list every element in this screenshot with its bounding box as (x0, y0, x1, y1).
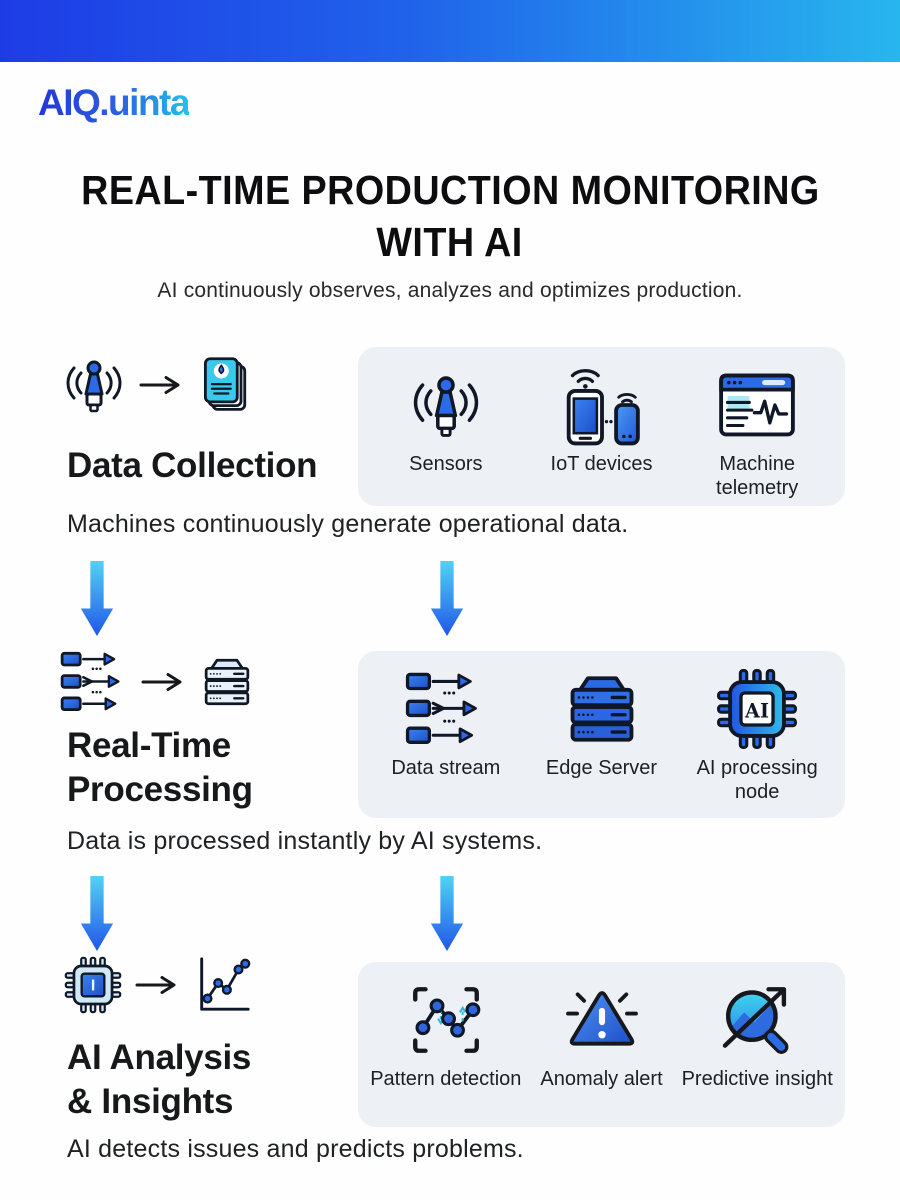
section-3-icon-group (64, 954, 254, 1016)
panel-item-label: Machine telemetry (716, 453, 799, 499)
top-banner (0, 0, 900, 62)
panel-item-machine-telemetry: Machine telemetry (679, 363, 835, 500)
panel-item-label: AI processing node (696, 757, 818, 803)
predictive-insight-icon (715, 978, 799, 1062)
section-2-heading: Real-Time Processing (67, 724, 253, 812)
section-3-description: AI detects issues and predicts problems. (67, 1135, 524, 1163)
panel-item-label: Edge Server (545, 757, 658, 779)
section-2-description: Data is processed instantly by AI system… (67, 827, 543, 855)
server-stack-icon (198, 653, 256, 711)
pattern-detection-icon (404, 978, 488, 1062)
panel-item-predictive-insight: Predictive insight (679, 978, 835, 1091)
panel-item-label: Data stream (391, 757, 501, 779)
right-arrow-icon (140, 671, 186, 693)
section-1-heading: Data Collection (67, 444, 318, 488)
panel-item-data-stream: Data stream (368, 667, 524, 780)
right-arrow-icon (138, 374, 184, 396)
panel-item-sensors: Sensors (368, 363, 524, 476)
page-subtitle: AI continuously observes, analyzes and o… (157, 279, 743, 302)
ai-chip-text: AI (744, 699, 769, 722)
section-2-panel: Data stream (358, 651, 845, 818)
down-arrow-icon (428, 874, 466, 956)
section-1-description: Machines continuously generate operation… (67, 510, 629, 538)
panel-item-ai-processing-node: AI AI processing node (679, 667, 835, 804)
down-arrow-icon (78, 874, 116, 956)
right-arrow-icon (134, 974, 180, 996)
machine-telemetry-icon (715, 363, 799, 447)
sensor-antenna-icon (404, 363, 488, 447)
down-arrow-icon (428, 558, 466, 640)
line-chart-icon (192, 954, 254, 1016)
chip-icon (64, 956, 122, 1014)
down-arrow-icon (78, 558, 116, 640)
title-line-1: REAL-TIME PRODUCTION MONITORING (80, 167, 820, 213)
panel-item-label: Pattern detection (370, 1068, 522, 1090)
panel-item-label: Anomaly alert (540, 1068, 663, 1090)
section-3-heading-line1: AI Analysis (67, 1038, 252, 1077)
section-1-icon-group (62, 350, 256, 420)
section-3-panel: Pattern detection Anomaly alert (358, 962, 845, 1127)
sensor-antenna-icon (62, 350, 126, 420)
section-2-heading-line2: Processing (67, 770, 253, 809)
edge-server-icon (560, 667, 644, 751)
title-line-2: WITH AI (376, 219, 524, 265)
panel-item-anomaly-alert: Anomaly alert (524, 978, 680, 1091)
panel-item-label: Predictive insight (681, 1068, 833, 1090)
page-title: REAL-TIME PRODUCTION MONITORING WITH AI (0, 164, 900, 268)
brand-logo: AIQ.uinta (38, 82, 190, 123)
ai-chip-icon: AI (715, 667, 799, 751)
section-3-heading-line2: & Insights (67, 1082, 234, 1121)
anomaly-alert-icon (560, 978, 644, 1062)
data-stream-icon (60, 648, 128, 716)
panel-item-iot-devices: IoT devices (524, 363, 680, 476)
section-1-heading-line1: Data Collection (67, 446, 318, 485)
section-2-heading-line1: Real-Time (67, 726, 231, 765)
iot-devices-icon (560, 363, 644, 447)
section-2-icon-group (60, 648, 256, 716)
data-cards-icon (196, 355, 256, 415)
panel-item-label: Sensors (409, 453, 483, 475)
section-3-heading: AI Analysis & Insights (67, 1036, 251, 1124)
section-1-panel: Sensors (358, 347, 845, 506)
data-stream-icon (404, 667, 488, 751)
panel-item-edge-server: Edge Server (524, 667, 680, 780)
panel-item-pattern-detection: Pattern detection (368, 978, 524, 1091)
panel-item-label: IoT devices (550, 453, 653, 475)
